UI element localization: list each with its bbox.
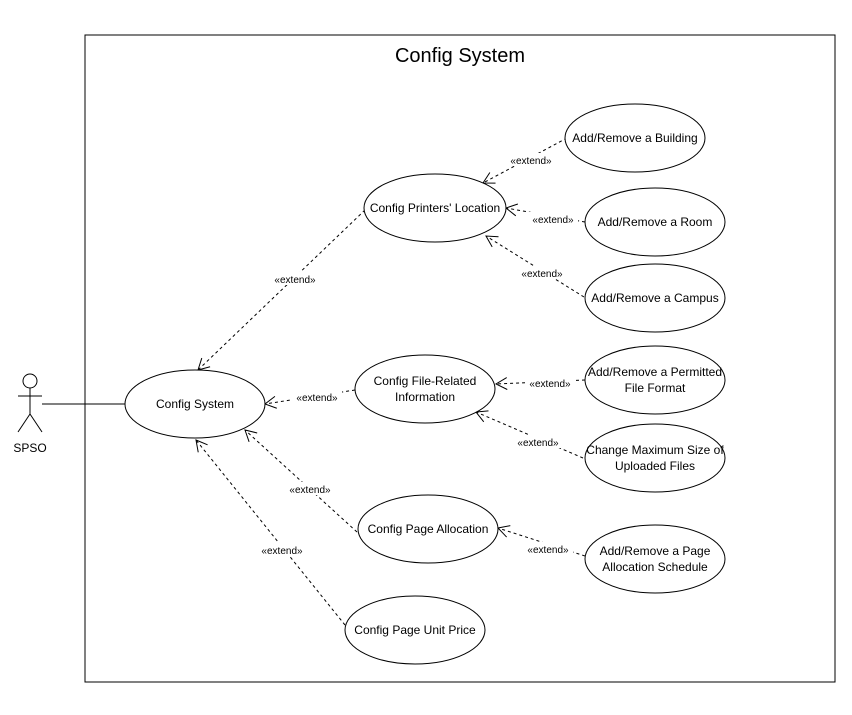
extend-label: «extend» — [261, 546, 303, 557]
use-case-label: Uploaded Files — [615, 459, 695, 473]
extend-size-to-file — [475, 410, 584, 459]
extend-campus-to-printers — [485, 235, 585, 298]
use-case-file-format[interactable]: Add/Remove a Permitted File Format — [584, 345, 726, 415]
use-case-printers-location[interactable]: Config Printers' Location — [363, 173, 507, 243]
extend-label-bg — [528, 212, 578, 225]
use-case-label: Add/Remove a Campus — [591, 291, 718, 305]
use-case-page-allocation[interactable]: Config Page Allocation — [357, 494, 499, 564]
use-case-label: Add/Remove a Page — [600, 544, 711, 558]
extend-label: «extend» — [289, 485, 331, 496]
extend-label: «extend» — [296, 393, 338, 404]
extend-label: «extend» — [510, 156, 552, 167]
extend-label-bg — [285, 482, 335, 495]
extend-label-bg — [525, 376, 575, 389]
extend-printers-to-config — [197, 209, 366, 371]
use-case-unit-price[interactable]: Config Page Unit Price — [344, 595, 486, 665]
actor-spso[interactable]: SPSO — [13, 373, 47, 455]
use-case-add-campus[interactable]: Add/Remove a Campus — [584, 263, 726, 333]
use-case-label: Add/Remove a Permitted — [588, 365, 722, 379]
extend-building-to-printers — [482, 137, 568, 184]
extend-label-bg — [513, 435, 563, 448]
use-case-label: Config Page Allocation — [368, 522, 489, 536]
extend-label-bg — [292, 390, 342, 403]
use-case-add-building[interactable]: Add/Remove a Building — [564, 103, 706, 173]
use-case-label: Config File-Related — [374, 374, 477, 388]
use-case-config-system[interactable]: Config System — [124, 369, 266, 439]
extend-label: «extend» — [521, 269, 563, 280]
use-case-label: Change Maximum Size of — [586, 443, 724, 457]
extend-label-bg — [517, 266, 567, 279]
actor-left-leg — [17, 413, 31, 433]
use-case-label: Add/Remove a Room — [598, 215, 713, 229]
use-case-allocation-schedule[interactable]: Add/Remove a Page Allocation Schedule — [584, 524, 726, 594]
extend-label-bg — [523, 542, 573, 555]
extend-label-bg — [506, 153, 556, 166]
extend-label: «extend» — [274, 275, 316, 286]
extend-label-bg — [270, 272, 320, 285]
system-boundary — [84, 34, 836, 683]
use-case-label: Config Printers' Location — [370, 201, 500, 215]
extend-label: «extend» — [529, 379, 571, 390]
actor-head — [22, 373, 38, 389]
use-case-label: Config System — [156, 397, 234, 411]
use-case-label: Config Page Unit Price — [354, 623, 476, 637]
use-case-add-room[interactable]: Add/Remove a Room — [584, 187, 726, 257]
use-case-max-size[interactable]: Change Maximum Size of Uploaded Files — [584, 423, 726, 493]
actor-right-leg — [29, 413, 43, 433]
use-case-label: Allocation Schedule — [602, 560, 708, 574]
extend-label-bg — [257, 543, 307, 556]
actor-label: SPSO — [13, 441, 46, 455]
use-case-label: Information — [395, 390, 455, 404]
extend-label: «extend» — [532, 215, 574, 226]
use-case-file-related[interactable]: Config File-Related Information — [354, 354, 496, 424]
use-case-label: Add/Remove a Building — [572, 131, 697, 145]
extend-label: «extend» — [517, 438, 559, 449]
system-title: Config System — [395, 45, 525, 67]
extend-allocation-to-config — [244, 429, 358, 533]
use-case-label: File Format — [625, 381, 686, 395]
extend-label: «extend» — [527, 545, 569, 556]
